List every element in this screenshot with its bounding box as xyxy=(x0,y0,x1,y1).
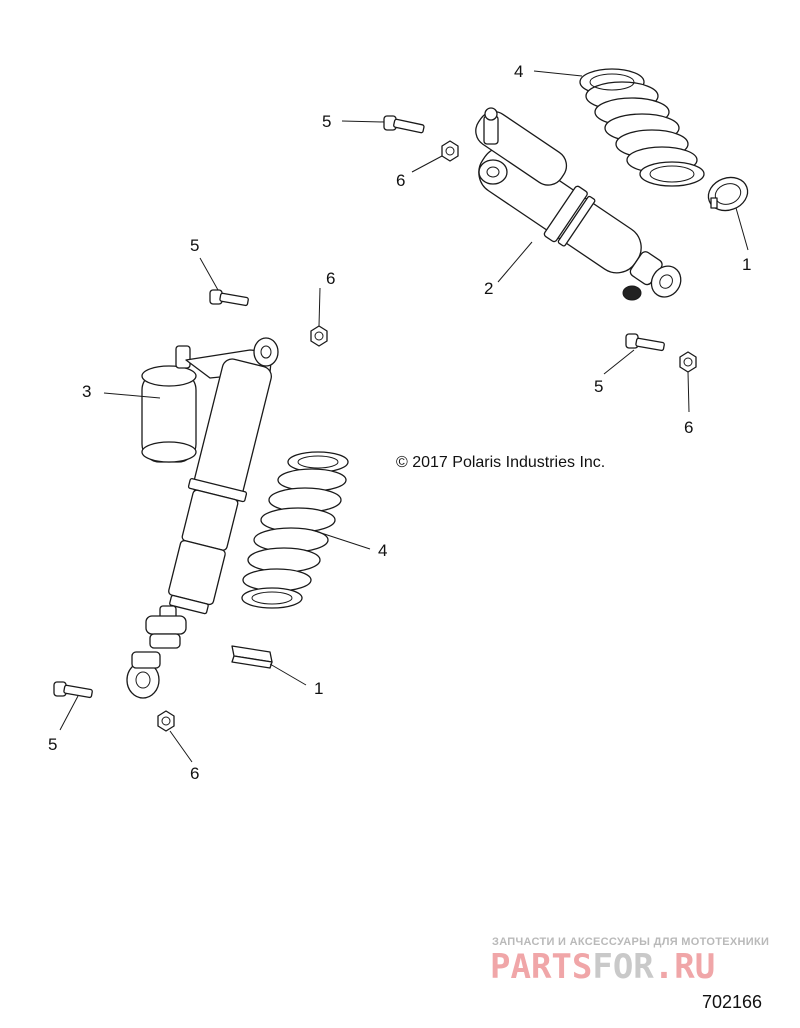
shock-absorber-left xyxy=(126,337,279,699)
callout-1-right: 1 xyxy=(742,255,751,274)
watermark-tagline: ЗАПЧАСТИ И АКСЕССУАРЫ ДЛЯ МОТОТЕХНИКИ xyxy=(492,936,769,948)
callout-5-top: 5 xyxy=(322,112,331,131)
callout-4-left: 4 xyxy=(378,541,387,560)
callout-5-left-top: 5 xyxy=(190,236,199,255)
callout-5-right: 5 xyxy=(594,377,603,396)
callout-5-left-bottom: 5 xyxy=(48,735,57,754)
leader-lines xyxy=(59,70,749,763)
callout-6-right: 6 xyxy=(684,418,693,437)
callout-2: 2 xyxy=(484,279,493,298)
callout-6-left-bottom: 6 xyxy=(190,764,199,783)
nut-left-top xyxy=(310,325,328,347)
coil-spring-right xyxy=(579,68,705,187)
watermark-logo-parts: PARTS xyxy=(490,947,592,987)
svg-text:PARTSFOR.RU: PARTSFOR.RU xyxy=(490,947,715,987)
bolt-right xyxy=(625,333,665,352)
spring-retainer-right xyxy=(707,176,749,212)
shock-absorber-right xyxy=(475,107,682,301)
copyright-notice: © 2017 Polaris Industries Inc. xyxy=(396,454,605,471)
coil-spring-left xyxy=(241,451,349,609)
bolt-top xyxy=(383,115,425,134)
nut-top xyxy=(441,140,459,162)
callout-6-left-top: 6 xyxy=(326,269,335,288)
nut-right xyxy=(679,351,697,373)
nut-left-bottom xyxy=(157,710,175,732)
spring-retainer-left xyxy=(231,645,273,669)
watermark: ЗАПЧАСТИ И АКСЕССУАРЫ ДЛЯ МОТОТЕХНИКИ PA… xyxy=(490,936,769,987)
bolt-left-top xyxy=(209,289,249,307)
watermark-logo-for: FOR xyxy=(592,947,654,987)
callout-3: 3 xyxy=(82,382,91,401)
figure-number: 702166 xyxy=(702,992,762,1012)
watermark-logo-ru: .RU xyxy=(654,947,715,987)
callout-1-left: 1 xyxy=(314,679,323,698)
bolt-left-bottom xyxy=(53,681,93,699)
callout-4-top: 4 xyxy=(514,62,523,81)
callout-6-top: 6 xyxy=(396,171,405,190)
